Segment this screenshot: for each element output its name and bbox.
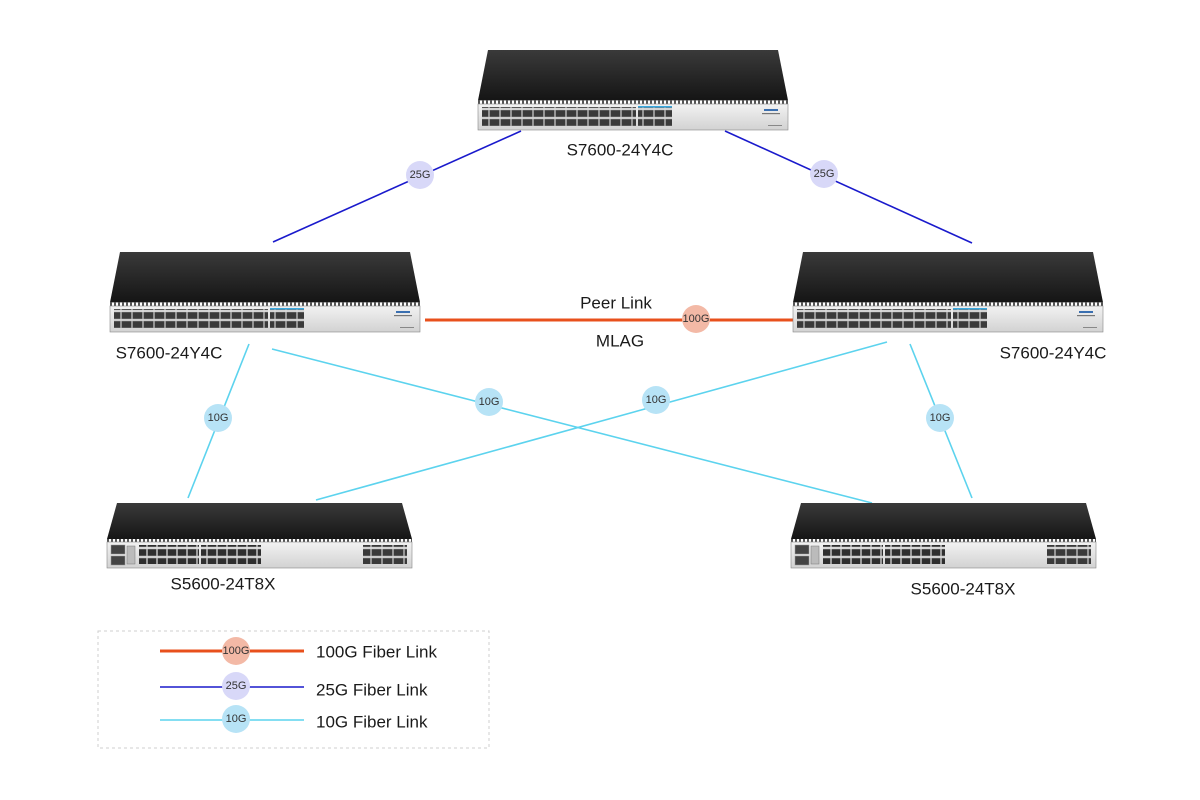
aggregation-switch-left bbox=[109, 251, 421, 333]
peer-link-label: Peer Link bbox=[580, 294, 652, 313]
aggregation-switch-right bbox=[792, 251, 1104, 333]
svg-text:100G: 100G bbox=[683, 313, 710, 325]
badge-10g-right-down: 10G bbox=[926, 404, 954, 432]
link-left-cross-10g bbox=[271, 348, 873, 504]
legend-item-25g: 25G 25G Fiber Link bbox=[160, 672, 428, 700]
svg-text:100G: 100G bbox=[223, 645, 250, 657]
link-core-to-left-25g bbox=[272, 130, 522, 243]
access-left-label: S5600-24T8X bbox=[171, 575, 276, 594]
access-switch-left bbox=[106, 502, 413, 569]
mlag-label: MLAG bbox=[596, 332, 644, 351]
svg-text:10G: 10G bbox=[479, 396, 500, 408]
core-switch bbox=[477, 49, 789, 131]
legend-label-25g: 25G Fiber Link bbox=[316, 681, 428, 700]
legend: 100G 100G Fiber Link 25G 25G Fiber Link … bbox=[97, 630, 490, 749]
svg-text:25G: 25G bbox=[814, 168, 835, 180]
badge-25g-left: 25G bbox=[406, 161, 434, 189]
svg-text:10G: 10G bbox=[930, 412, 951, 424]
agg-left-label: S7600-24Y4C bbox=[116, 344, 223, 363]
legend-item-10g: 10G 10G Fiber Link bbox=[160, 705, 428, 733]
svg-text:10G: 10G bbox=[226, 713, 247, 725]
agg-right-label: S7600-24Y4C bbox=[1000, 344, 1107, 363]
badge-25g-right: 25G bbox=[810, 160, 838, 188]
badge-10g-right-cross: 10G bbox=[642, 386, 670, 414]
legend-label-10g: 10G Fiber Link bbox=[316, 713, 428, 732]
access-switch-right bbox=[790, 502, 1097, 569]
link-right-cross-10g bbox=[315, 341, 888, 501]
badge-100g-peer: 100G bbox=[682, 305, 710, 333]
legend-item-100g: 100G 100G Fiber Link bbox=[160, 637, 437, 665]
svg-text:10G: 10G bbox=[646, 394, 667, 406]
svg-text:25G: 25G bbox=[226, 680, 247, 692]
svg-text:10G: 10G bbox=[208, 412, 229, 424]
badge-10g-left-cross: 10G bbox=[475, 388, 503, 416]
legend-label-100g: 100G Fiber Link bbox=[316, 643, 437, 662]
badge-10g-left-down: 10G bbox=[204, 404, 232, 432]
link-core-to-right-25g bbox=[724, 130, 973, 244]
svg-text:25G: 25G bbox=[410, 169, 431, 181]
core-switch-label: S7600-24Y4C bbox=[567, 141, 674, 160]
access-right-label: S5600-24T8X bbox=[911, 580, 1016, 599]
